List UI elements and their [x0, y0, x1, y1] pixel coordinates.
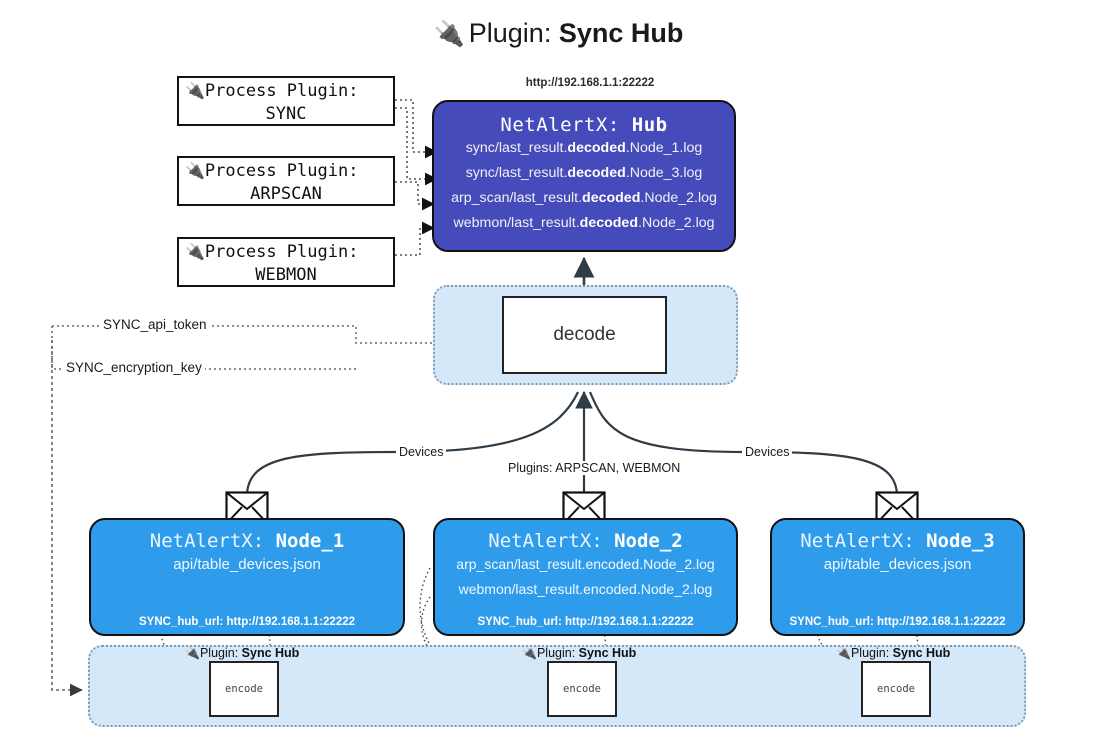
plug-icon: 🔌 [522, 646, 537, 660]
plugins-center-label: Plugins: ARPSCAN, WEBMON [505, 461, 684, 475]
sync-encryption-key-label: SYNC_encryption_key [63, 360, 205, 375]
page-title: 🔌Plugin: Sync Hub [0, 18, 1117, 49]
node-log-line: arp_scan/last_result.encoded.Node_2.log [456, 556, 715, 572]
sync-api-token-label: SYNC_api_token [100, 317, 210, 332]
node-log-line: api/table_devices.json [823, 556, 972, 573]
plug-icon: 🔌 [185, 83, 205, 100]
hub-title-prefix: NetAlertX: [500, 114, 632, 136]
bottom-plugin-label-2: 🔌Plugin: Sync Hub [522, 646, 637, 660]
node-log-line: api/table_devices.json [173, 556, 321, 573]
plug-icon: 🔌 [433, 20, 465, 48]
hub-title: NetAlertX: Hub [434, 114, 734, 136]
node-box-node-3[interactable]: NetAlertX: Node_3 api/table_devices.json… [770, 518, 1025, 636]
process-plugin-webmon-box[interactable]: 🔌Process Plugin: WEBMON [177, 237, 395, 287]
page-title-name: Sync Hub [558, 18, 684, 48]
bottom-plugin-label-1: 🔌Plugin: Sync Hub [185, 646, 300, 660]
process-plugin-label: Process Plugin: [204, 161, 359, 181]
bottom-plugin-label-3: 🔌Plugin: Sync Hub [836, 646, 951, 660]
decode-box[interactable]: decode [502, 296, 667, 374]
plug-icon: 🔌 [836, 646, 851, 660]
hub-log-line: arp_scan/last_result.decoded.Node_2.log [451, 190, 717, 206]
node-title: NetAlertX: Node_1 [149, 530, 345, 552]
node-box-node-2[interactable]: NetAlertX: Node_2 arp_scan/last_result.e… [433, 518, 738, 636]
hub-url-label: http://192.168.1.1:22222 [525, 77, 655, 89]
plug-icon: 🔌 [185, 646, 200, 660]
node-title: NetAlertX: Node_2 [488, 530, 683, 552]
encode-box-node-2[interactable]: encode [547, 661, 617, 717]
node-title: NetAlertX: Node_3 [800, 530, 995, 552]
process-plugin-name: ARPSCAN [250, 184, 322, 204]
plug-icon: 🔌 [185, 244, 205, 261]
node-box-node-1[interactable]: NetAlertX: Node_1 api/table_devices.json… [89, 518, 405, 636]
process-plugin-arpscan-box[interactable]: 🔌Process Plugin: ARPSCAN [177, 156, 395, 206]
hub-log-line: sync/last_result.decoded.Node_1.log [465, 140, 703, 156]
node-hub-url-label: SYNC_hub_url: http://192.168.1.1:22222 [789, 616, 1006, 628]
process-plugin-sync-box[interactable]: 🔌Process Plugin: SYNC [177, 76, 395, 126]
hub-log-line: webmon/last_result.decoded.Node_2.log [453, 215, 715, 231]
hub-log-line: sync/last_result.decoded.Node_3.log [465, 165, 703, 181]
devices-right-label: Devices [742, 445, 793, 459]
process-plugin-name: SYNC [265, 104, 307, 124]
encode-box-node-1[interactable]: encode [209, 661, 279, 717]
node-hub-url-label: SYNC_hub_url: http://192.168.1.1:22222 [138, 616, 356, 628]
devices-left-label: Devices [396, 445, 447, 459]
page-title-prefix: Plugin: [468, 18, 559, 48]
hub-title-name: Hub [631, 114, 668, 136]
process-plugin-label: Process Plugin: [204, 242, 359, 262]
node-hub-url-label: SYNC_hub_url: http://192.168.1.1:22222 [477, 616, 694, 628]
process-plugin-label: Process Plugin: [204, 81, 359, 101]
node-log-line: webmon/last_result.encoded.Node_2.log [458, 581, 713, 597]
process-plugin-name: WEBMON [255, 265, 317, 285]
hub-node-box[interactable]: NetAlertX: Hub sync/last_result.decoded.… [432, 100, 736, 252]
encode-box-node-3[interactable]: encode [861, 661, 931, 717]
plug-icon: 🔌 [185, 163, 205, 180]
